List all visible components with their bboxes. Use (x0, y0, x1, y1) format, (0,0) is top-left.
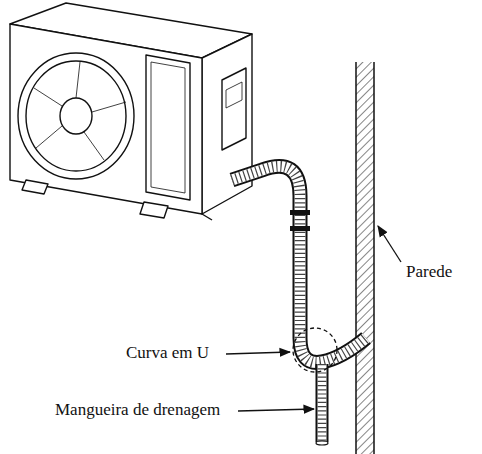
drain-hose (232, 166, 366, 445)
highlight-circle (293, 328, 337, 372)
outdoor-unit (10, 3, 252, 220)
u-bend-label: Curva em U (125, 343, 210, 363)
wall-label: Parede (405, 262, 453, 282)
leader-lines (226, 226, 401, 411)
drain-hose-label: Mangueira de drenagem (54, 400, 221, 420)
wall (356, 62, 374, 454)
